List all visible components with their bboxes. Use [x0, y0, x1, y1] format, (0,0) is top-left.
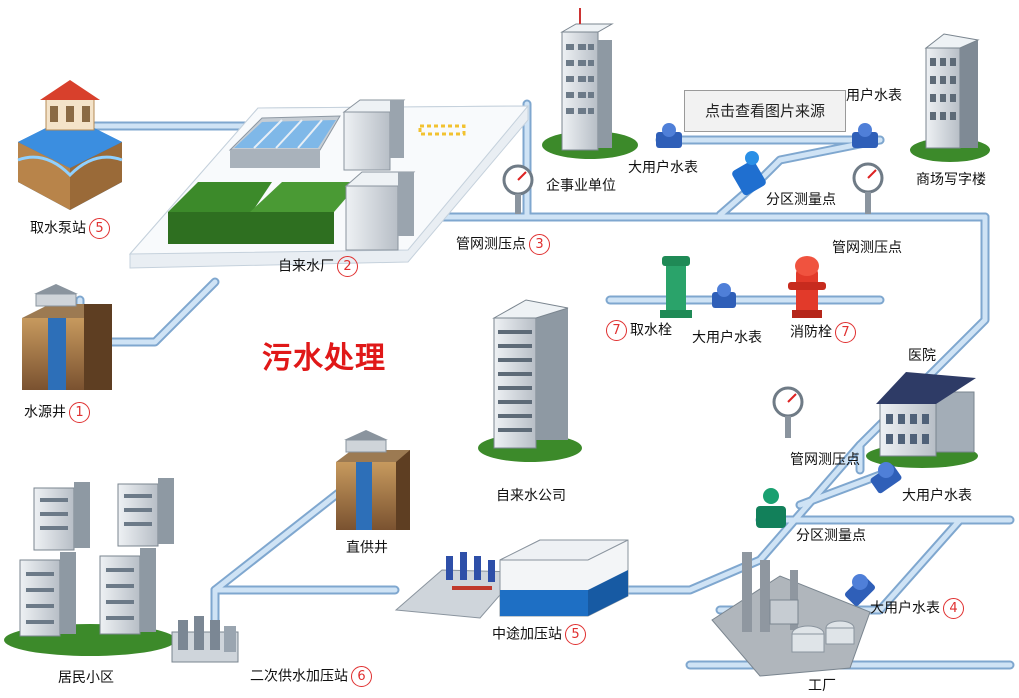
water-meter-icon[interactable] [656, 123, 682, 148]
water-meter-icon[interactable] [852, 123, 878, 148]
label-text: 取水泵站 [30, 220, 86, 237]
water-meter-icon[interactable] [712, 283, 736, 308]
water-meter-icon[interactable] [844, 574, 877, 607]
zone-flow-meter-icon[interactable] [731, 151, 768, 197]
label-zone-meter-2[interactable]: 分区测量点 [796, 528, 866, 544]
mid-booster-station[interactable] [394, 539, 629, 619]
water-treatment-plant[interactable] [128, 99, 530, 269]
pressure-gauge-icon[interactable] [852, 162, 884, 214]
number-badge: 6 [351, 666, 372, 687]
intake-pump-station[interactable] [17, 80, 123, 210]
image-source-tooltip[interactable]: 点击查看图片来源 [684, 90, 846, 132]
label-text: 二次供水加压站 [250, 668, 348, 685]
label-office-tower[interactable]: 商场写字楼 [916, 172, 986, 188]
label-hospital[interactable]: 医院 [908, 348, 936, 364]
label-factory[interactable]: 工厂 [808, 678, 836, 694]
number-badge: 7 [606, 320, 627, 341]
number-badge: 7 [835, 322, 856, 343]
label-pipe-pressure-2[interactable]: 管网测压点 [832, 240, 902, 256]
label-direct-well[interactable]: 直供井 [346, 540, 388, 556]
number-badge: 3 [529, 234, 550, 255]
source-well[interactable] [22, 284, 112, 390]
number-badge: 4 [943, 598, 964, 619]
label-water-company[interactable]: 自来水公司 [496, 488, 566, 504]
diagram-title: 污水处理 [262, 341, 386, 376]
number-badge: 1 [69, 402, 90, 423]
label-big-meter-1[interactable]: 大用户水表 [628, 160, 698, 176]
water-company-building[interactable] [478, 299, 582, 462]
pressure-gauge-icon[interactable] [772, 386, 804, 438]
label-text: 自来水厂 [278, 258, 334, 275]
label-text: 水源井 [24, 404, 66, 421]
label-pipe-pressure-3[interactable]: 管网测压点 [790, 452, 860, 468]
water-meter-icon[interactable] [869, 462, 902, 494]
label-partial-meter[interactable]: 用户水表 [846, 88, 902, 104]
number-badge: 2 [337, 256, 358, 277]
water-take-hydrant-icon[interactable] [660, 256, 692, 318]
zone-flow-meter-icon[interactable] [756, 488, 786, 528]
enterprise-building[interactable] [542, 8, 638, 159]
label-big-meter-2[interactable]: 大用户水表 [692, 330, 762, 346]
number-badge: 5 [89, 218, 110, 239]
residential-buildings[interactable] [4, 478, 176, 656]
label-text: 管网测压点 [456, 236, 526, 253]
label-text: 大用户水表 [870, 600, 940, 617]
pressure-gauge-icon[interactable] [502, 164, 534, 214]
number-badge: 5 [565, 624, 586, 645]
label-big-meter-3[interactable]: 大用户水表 [902, 488, 972, 504]
label-residential[interactable]: 居民小区 [58, 670, 114, 686]
fire-hydrant-icon[interactable] [788, 256, 826, 318]
secondary-booster-station[interactable] [171, 616, 239, 663]
label-text: 消防栓 [790, 324, 832, 341]
factory-complex[interactable] [711, 552, 871, 677]
label-text: 中途加压站 [492, 626, 562, 643]
direct-supply-well[interactable] [336, 430, 410, 530]
label-text: 取水栓 [630, 322, 672, 339]
label-zone-meter-1[interactable]: 分区测量点 [766, 192, 836, 208]
label-enterprise[interactable]: 企事业单位 [546, 178, 616, 194]
office-tower[interactable] [910, 33, 990, 162]
hospital-building[interactable] [866, 372, 978, 468]
